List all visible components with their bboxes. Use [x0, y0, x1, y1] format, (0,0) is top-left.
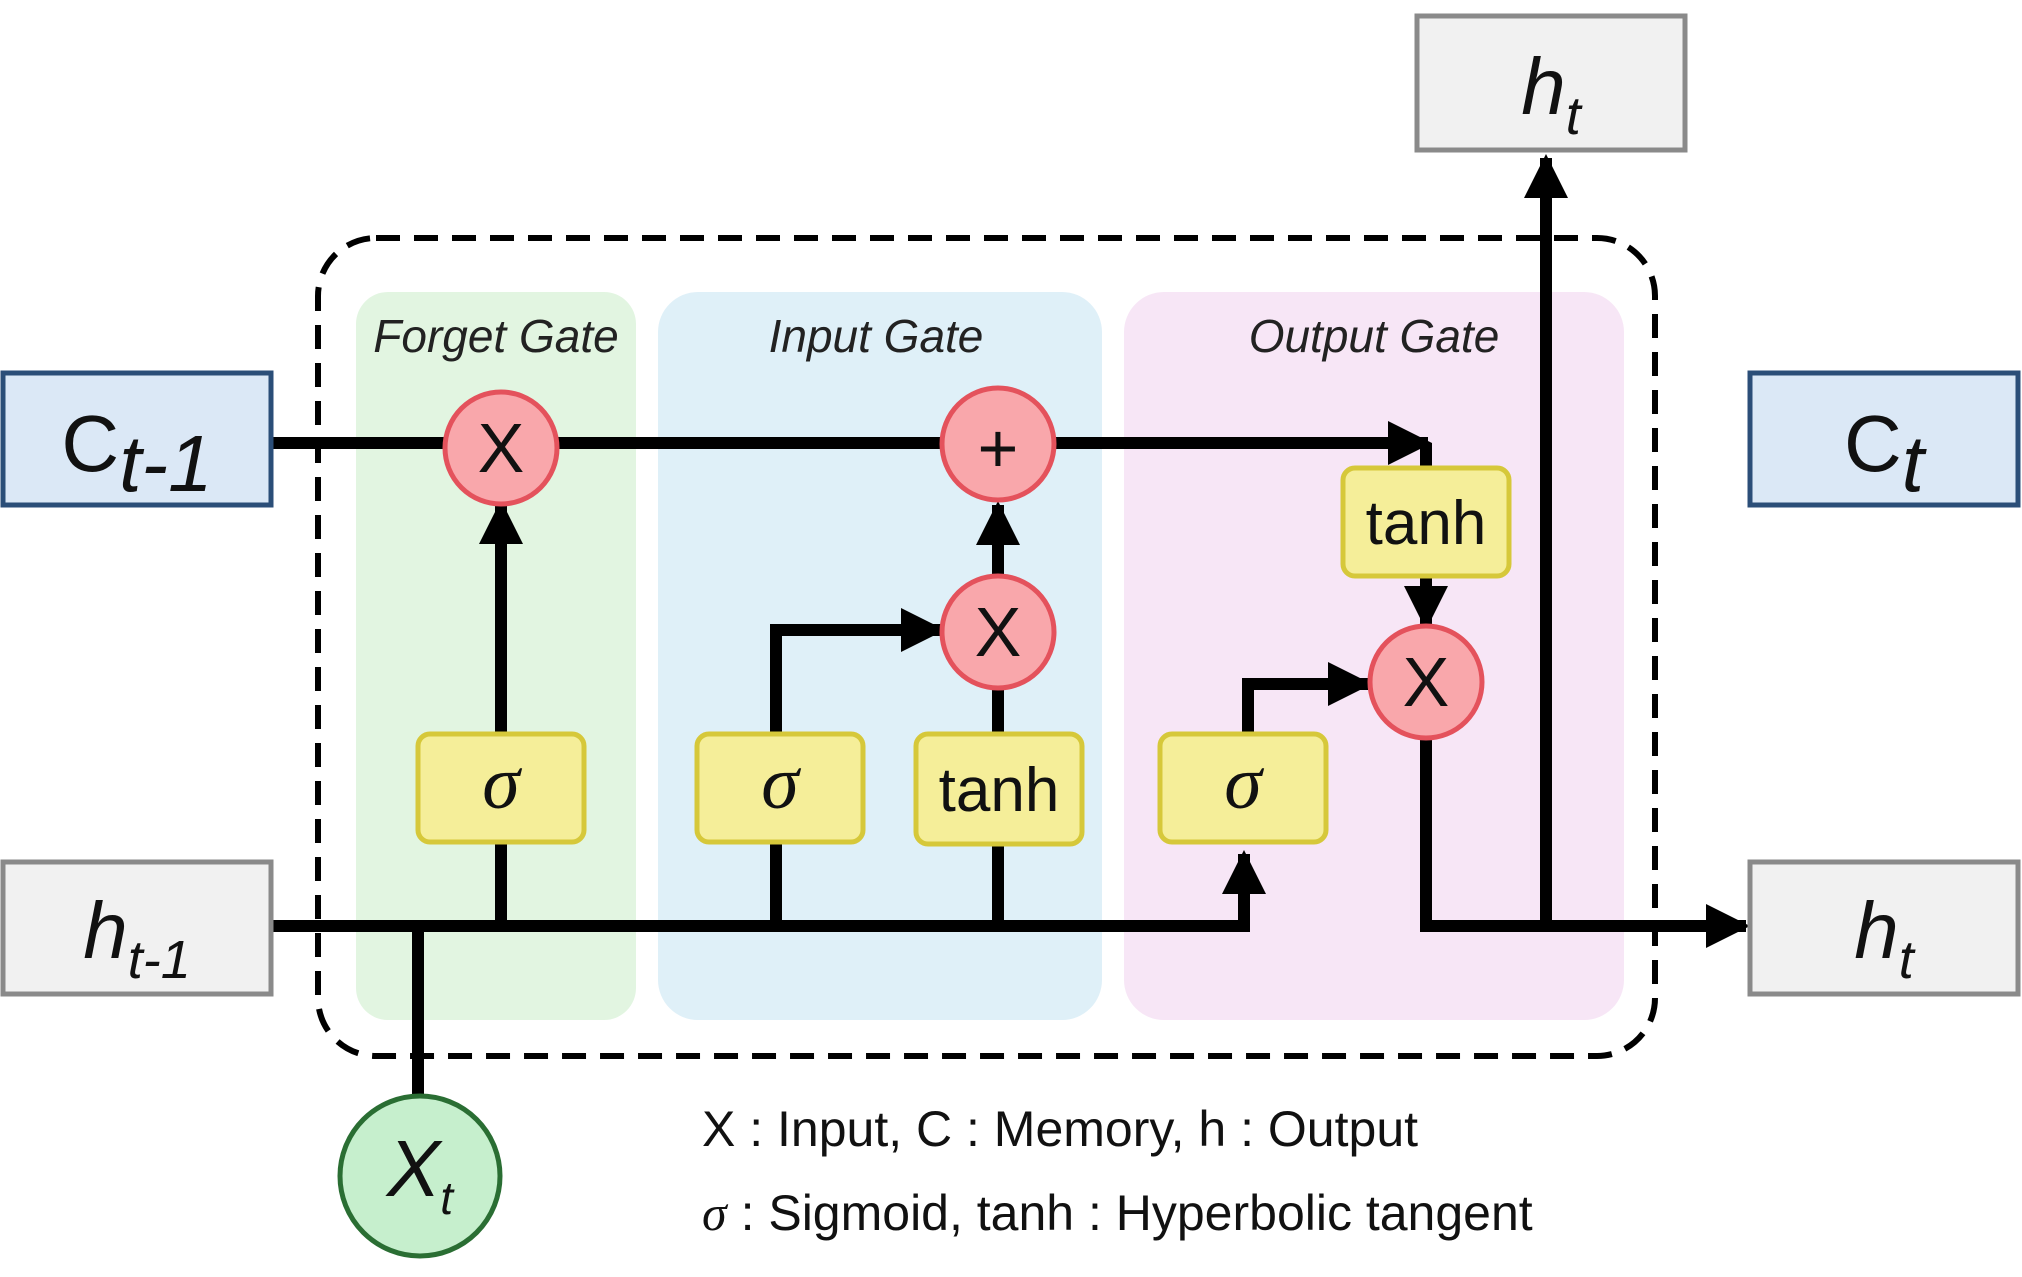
input-multiply-node: X: [939, 573, 1057, 691]
output-gate-title: Output Gate: [1249, 310, 1500, 362]
legend-line-1: X : Input, C : Memory, h : Output: [702, 1101, 1418, 1157]
svg-text:X: X: [1403, 643, 1450, 721]
c-out-sub: t: [1902, 419, 1927, 508]
output-tanh-box: tanh: [1340, 465, 1512, 579]
x-input-sub: t: [440, 1172, 455, 1224]
x-input-base: X: [385, 1124, 443, 1213]
h-out-box: ht: [1747, 859, 2021, 997]
output-sigmoid-box: σ: [1157, 731, 1329, 845]
h-out-base: h: [1854, 886, 1899, 975]
legend-line-2: σ : Sigmoid, tanh : Hyperbolic tangent: [702, 1185, 1533, 1241]
h-top-box: ht: [1414, 13, 1688, 153]
input-tanh-box: tanh: [913, 731, 1085, 847]
svg-text:Ct: Ct: [1844, 399, 1927, 508]
c-prev-sub: t-1: [119, 419, 212, 508]
h-prev-sub: t-1: [128, 930, 191, 990]
legend-line-2-text: : Sigmoid, tanh : Hyperbolic tangent: [727, 1185, 1533, 1241]
svg-text:ht: ht: [1854, 886, 1916, 990]
svg-text:σ: σ: [761, 741, 801, 825]
cell-add-node: +: [939, 385, 1057, 503]
input-gate-title: Input Gate: [769, 310, 984, 362]
c-prev-base: C: [61, 399, 119, 488]
svg-text:tanh: tanh: [939, 756, 1060, 825]
forget-sigmoid-box: σ: [415, 731, 587, 845]
svg-text:ht-1: ht-1: [83, 886, 191, 990]
svg-text:X: X: [975, 593, 1022, 671]
svg-text:X: X: [478, 409, 525, 487]
output-multiply-node: X: [1367, 623, 1485, 741]
svg-text:σ: σ: [1224, 741, 1264, 825]
svg-text:ht: ht: [1521, 42, 1583, 146]
h-out-sub: t: [1899, 930, 1916, 990]
c-prev-box: Ct-1: [0, 370, 274, 508]
c-out-box: Ct: [1747, 370, 2021, 508]
forget-gate-title: Forget Gate: [373, 310, 618, 362]
svg-text:+: +: [978, 409, 1019, 487]
h-prev-box: ht-1: [0, 859, 274, 997]
h-top-sub: t: [1566, 86, 1583, 146]
c-out-base: C: [1844, 399, 1902, 488]
svg-text:tanh: tanh: [1366, 489, 1487, 558]
x-input-node: Xt: [337, 1093, 503, 1259]
svg-text:σ: σ: [482, 741, 522, 825]
h-top-base: h: [1521, 42, 1566, 131]
input-sigmoid-box: σ: [694, 731, 866, 845]
input-sigma-to-multiply: [770, 608, 945, 734]
forget-multiply-node: X: [442, 389, 560, 507]
output-multiply-to-h: [1420, 736, 1750, 948]
svg-text:Xt: Xt: [385, 1124, 455, 1224]
lstm-cell-boundary: [315, 235, 1658, 1059]
h-prev-base: h: [83, 886, 128, 975]
legend-sigma-symbol: σ: [702, 1185, 729, 1241]
svg-text:Ct-1: Ct-1: [61, 399, 212, 508]
output-sigma-to-multiply: [1242, 662, 1372, 734]
